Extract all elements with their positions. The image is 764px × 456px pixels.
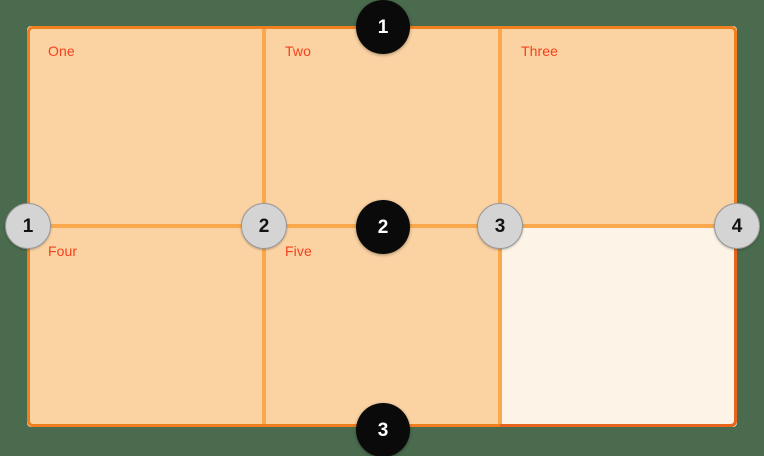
- column-line-marker-3[interactable]: 3: [477, 203, 523, 249]
- row-line-marker-1[interactable]: 1: [356, 0, 410, 54]
- column-line-marker-2[interactable]: 2: [241, 203, 287, 249]
- grid-cell-two[interactable]: Two: [264, 26, 500, 226]
- grid-cell-label-one: One: [48, 43, 75, 59]
- row-line-marker-2[interactable]: 2: [356, 200, 410, 254]
- grid-cell-label-three: Three: [521, 43, 559, 59]
- grid-cell-label-four: Four: [48, 243, 78, 259]
- column-line-marker-1-label: 1: [22, 215, 34, 237]
- grid-cell-label-two: Two: [285, 43, 311, 59]
- row-line-marker-2-label: 2: [377, 216, 389, 238]
- column-line-marker-4[interactable]: 4: [714, 203, 760, 249]
- grid-cell-five[interactable]: Five: [264, 226, 500, 427]
- column-line-marker-4-label: 4: [731, 215, 743, 237]
- grid-container: One Two Three Four Five: [27, 26, 737, 427]
- grid-cell-one[interactable]: One: [27, 26, 264, 226]
- column-line-marker-3-label: 3: [494, 215, 506, 237]
- grid-cell-three[interactable]: Three: [500, 26, 737, 226]
- grid-cell-empty[interactable]: [500, 226, 737, 427]
- row-line-marker-3-label: 3: [377, 419, 389, 441]
- grid-cell-four[interactable]: Four: [27, 226, 264, 427]
- row-line-marker-1-label: 1: [377, 16, 389, 38]
- row-line-marker-3[interactable]: 3: [356, 403, 410, 456]
- column-line-marker-2-label: 2: [258, 215, 270, 237]
- grid-cell-label-five: Five: [285, 243, 312, 259]
- column-line-marker-1[interactable]: 1: [5, 203, 51, 249]
